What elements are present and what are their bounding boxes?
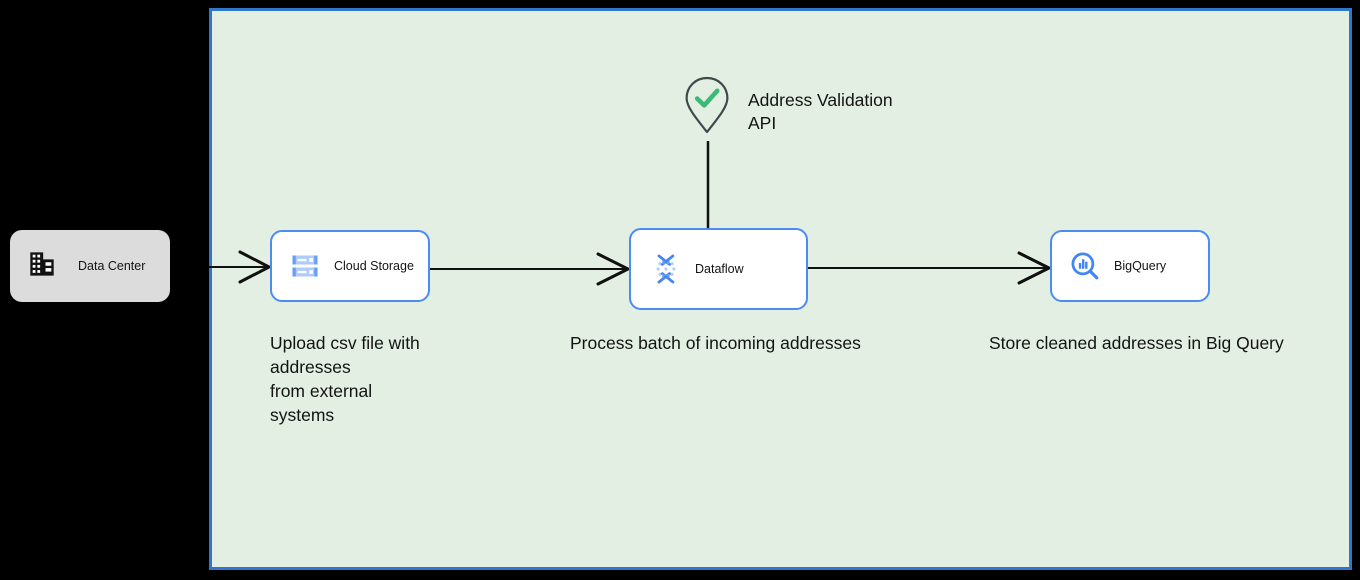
caption-upload-csv: Upload csv file with addresses from exte… <box>270 331 470 427</box>
node-data-center-label: Data Center <box>78 259 146 273</box>
address-validation-label-line-2: API <box>748 113 777 133</box>
caption-upload-line-2: addresses <box>270 357 351 377</box>
caption-process-batch: Process batch of incoming addresses <box>570 333 861 353</box>
node-bigquery[interactable]: BigQuery <box>1050 230 1210 302</box>
node-cloud-storage[interactable]: Cloud Storage <box>270 230 430 302</box>
caption-upload-line-3: from external <box>270 381 373 401</box>
building-icon <box>28 250 56 283</box>
cloud-storage-icon <box>290 251 320 281</box>
node-dataflow-label: Dataflow <box>695 262 744 276</box>
node-address-validation-api-label: Address Validation API <box>748 89 958 135</box>
caption-upload-line-4: systems <box>270 405 335 425</box>
map-marker-check-icon <box>685 76 729 134</box>
address-validation-label-line-1: Address Validation <box>748 90 893 110</box>
bigquery-icon <box>1070 251 1100 281</box>
node-address-validation-api[interactable] <box>684 76 730 134</box>
node-dataflow[interactable]: Dataflow <box>629 228 808 310</box>
caption-upload-line-1: Upload csv file with <box>270 333 420 353</box>
node-cloud-storage-label: Cloud Storage <box>334 259 414 273</box>
node-data-center[interactable]: Data Center <box>10 230 170 302</box>
dataflow-icon <box>651 253 681 285</box>
node-bigquery-label: BigQuery <box>1114 259 1167 273</box>
caption-store-bigquery: Store cleaned addresses in Big Query <box>989 333 1284 353</box>
